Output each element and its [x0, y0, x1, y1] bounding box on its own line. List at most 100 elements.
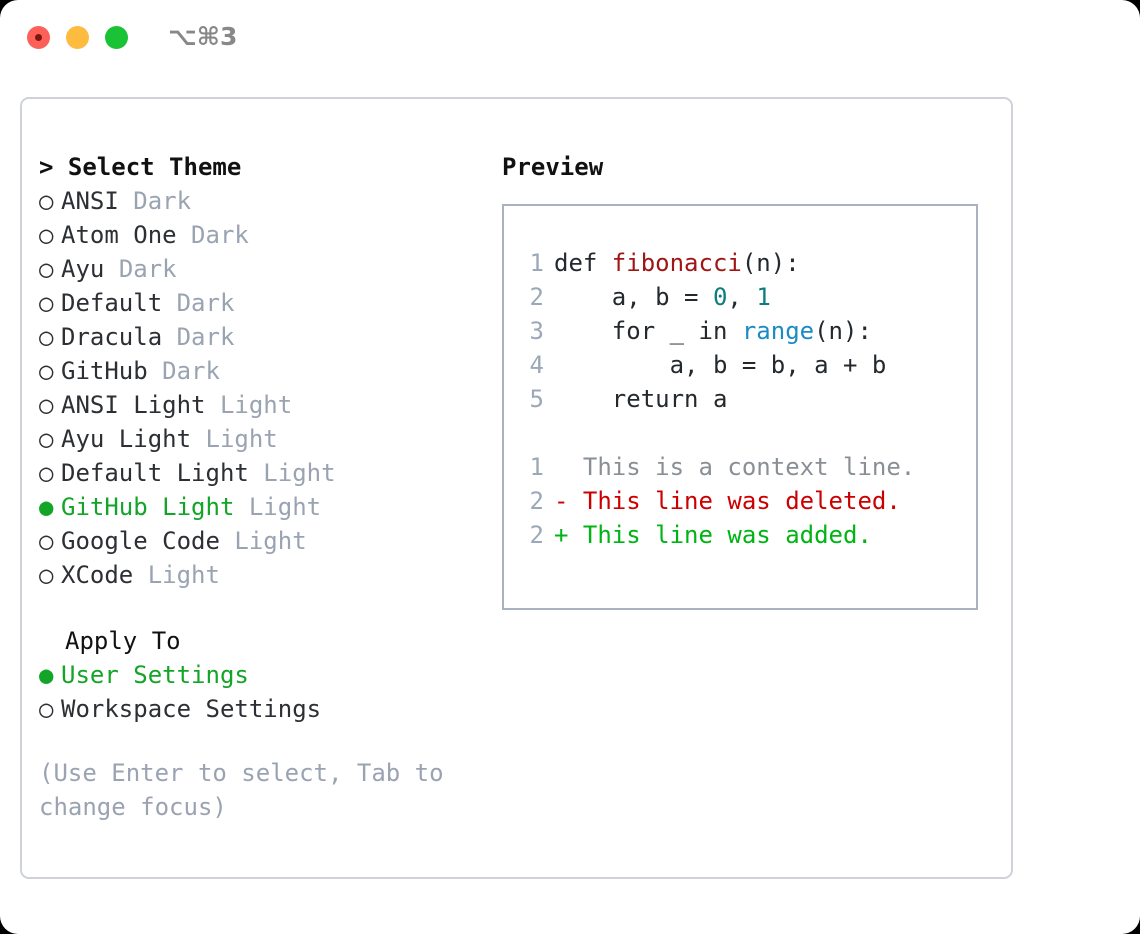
theme-option-row[interactable]: ○GitHub Dark [39, 354, 479, 388]
line-number: 1 [529, 453, 544, 481]
radio-unselected-icon[interactable]: ○ [39, 695, 54, 723]
theme-list-column: > Select Theme ○ANSI Dark○Atom One Dark○… [39, 150, 479, 824]
theme-list[interactable]: ○ANSI Dark○Atom One Dark○Ayu Dark○Defaul… [39, 184, 479, 592]
radio-unselected-icon[interactable]: ○ [39, 187, 54, 215]
theme-variant-tag: Dark [176, 289, 235, 317]
diff-line: 2+ This line was added. [522, 518, 976, 552]
code-token: a, b = b, a + b [554, 351, 887, 379]
apply-to-option-row[interactable]: ○Workspace Settings [39, 692, 479, 726]
apply-to-option-row[interactable]: ●User Settings [39, 658, 479, 692]
radio-unselected-icon[interactable]: ○ [39, 221, 54, 249]
code-diff-separator [522, 416, 976, 450]
theme-option-row[interactable]: ○Default Dark [39, 286, 479, 320]
code-line: 5 return a [522, 382, 976, 416]
theme-variant-tag: Light [205, 425, 278, 453]
radio-unselected-icon[interactable]: ○ [39, 357, 54, 385]
apply-to-option-label: User Settings [61, 661, 249, 689]
radio-unselected-icon[interactable]: ○ [39, 255, 54, 283]
title-bar: ⌥⌘3 [0, 0, 1140, 78]
line-number: 2 [529, 283, 544, 311]
select-theme-heading: > Select Theme [39, 153, 242, 181]
code-token: (n): [741, 249, 800, 277]
theme-option-label: GitHub [61, 357, 148, 385]
code-line: 4 a, b = b, a + b [522, 348, 976, 382]
theme-option-row[interactable]: ○Google Code Light [39, 524, 479, 558]
theme-option-label: Ayu Light [61, 425, 192, 453]
code-line: 3 for _ in range(n): [522, 314, 976, 348]
theme-option-label: Atom One [61, 221, 177, 249]
code-token: range [741, 317, 815, 345]
theme-variant-tag: Light [219, 391, 293, 419]
code-line: 1 def fibonacci(n): [522, 246, 976, 280]
theme-option-label: GitHub Light [61, 493, 235, 521]
theme-variant-tag: Light [263, 459, 336, 487]
theme-variant-tag: Light [234, 527, 307, 555]
theme-option-row[interactable]: ○Dracula Dark [39, 320, 479, 354]
diff-text: This line was added. [568, 521, 872, 549]
theme-option-label: Google Code [61, 527, 220, 555]
diff-line: 1 This is a context line. [522, 450, 976, 484]
radio-unselected-icon[interactable]: ○ [39, 289, 54, 317]
radio-unselected-icon[interactable]: ○ [39, 425, 54, 453]
theme-variant-tag: Dark [133, 187, 192, 215]
preview-heading: Preview [502, 153, 604, 181]
radio-unselected-icon[interactable]: ○ [39, 561, 54, 589]
theme-variant-tag: Light [147, 561, 220, 589]
diff-sample: 1 This is a context line.2- This line wa… [522, 450, 976, 552]
radio-selected-icon[interactable]: ● [39, 493, 54, 521]
zoom-button[interactable] [105, 26, 128, 49]
diff-sign: + [554, 521, 569, 549]
theme-option-row[interactable]: ○Ayu Light Light [39, 422, 479, 456]
apply-to-list[interactable]: ●User Settings○Workspace Settings [39, 658, 479, 726]
theme-option-label: Ayu [61, 255, 105, 283]
theme-option-row[interactable]: ○Default Light Light [39, 456, 479, 490]
diff-sign [554, 453, 568, 481]
theme-variant-tag: Dark [191, 221, 249, 249]
close-button[interactable] [27, 26, 50, 49]
code-token: return a [554, 385, 728, 413]
theme-option-row[interactable]: ○Ayu Dark [39, 252, 479, 286]
code-token: 0 [712, 283, 728, 311]
window-title-shortcut: ⌥⌘3 [168, 22, 238, 51]
theme-option-label: XCode [61, 561, 134, 589]
code-token: fibonacci [611, 249, 742, 277]
keyboard-hint: (Use Enter to select, Tab to change focu… [39, 759, 444, 821]
theme-option-label: Default Light [61, 459, 249, 487]
minimize-button[interactable] [66, 26, 89, 49]
theme-option-label: ANSI [61, 187, 119, 215]
theme-variant-tag: Dark [162, 357, 220, 385]
diff-line: 2- This line was deleted. [522, 484, 976, 518]
apply-to-option-label: Workspace Settings [61, 695, 322, 723]
theme-option-label: Default [61, 289, 163, 317]
diff-text: This is a context line. [568, 453, 916, 481]
theme-variant-tag: Light [248, 493, 322, 521]
theme-option-label: Dracula [61, 323, 163, 351]
line-number: 1 [529, 249, 544, 277]
code-token: a, b = [554, 283, 713, 311]
code-token: for _ in [554, 317, 742, 345]
radio-unselected-icon[interactable]: ○ [39, 527, 54, 555]
theme-option-row[interactable]: ○ANSI Dark [39, 184, 479, 218]
radio-unselected-icon[interactable]: ○ [39, 459, 54, 487]
radio-selected-icon[interactable]: ● [39, 661, 54, 689]
apply-to-heading: Apply To [65, 627, 181, 655]
code-token: (n): [814, 317, 872, 345]
radio-unselected-icon[interactable]: ○ [39, 391, 54, 419]
line-number: 3 [529, 317, 544, 345]
code-token: , [727, 283, 757, 311]
theme-option-row[interactable]: ●GitHub Light Light [39, 490, 479, 524]
theme-option-row[interactable]: ○XCode Light [39, 558, 479, 592]
theme-option-row[interactable]: ○ANSI Light Light [39, 388, 479, 422]
theme-variant-tag: Dark [118, 255, 177, 283]
diff-text: This line was deleted. [568, 487, 901, 515]
traffic-lights [27, 26, 128, 49]
code-line: 2 a, b = 0, 1 [522, 280, 976, 314]
code-token: 1 [756, 283, 771, 311]
theme-option-row[interactable]: ○Atom One Dark [39, 218, 479, 252]
code-token: def [554, 249, 612, 277]
radio-unselected-icon[interactable]: ○ [39, 323, 54, 351]
